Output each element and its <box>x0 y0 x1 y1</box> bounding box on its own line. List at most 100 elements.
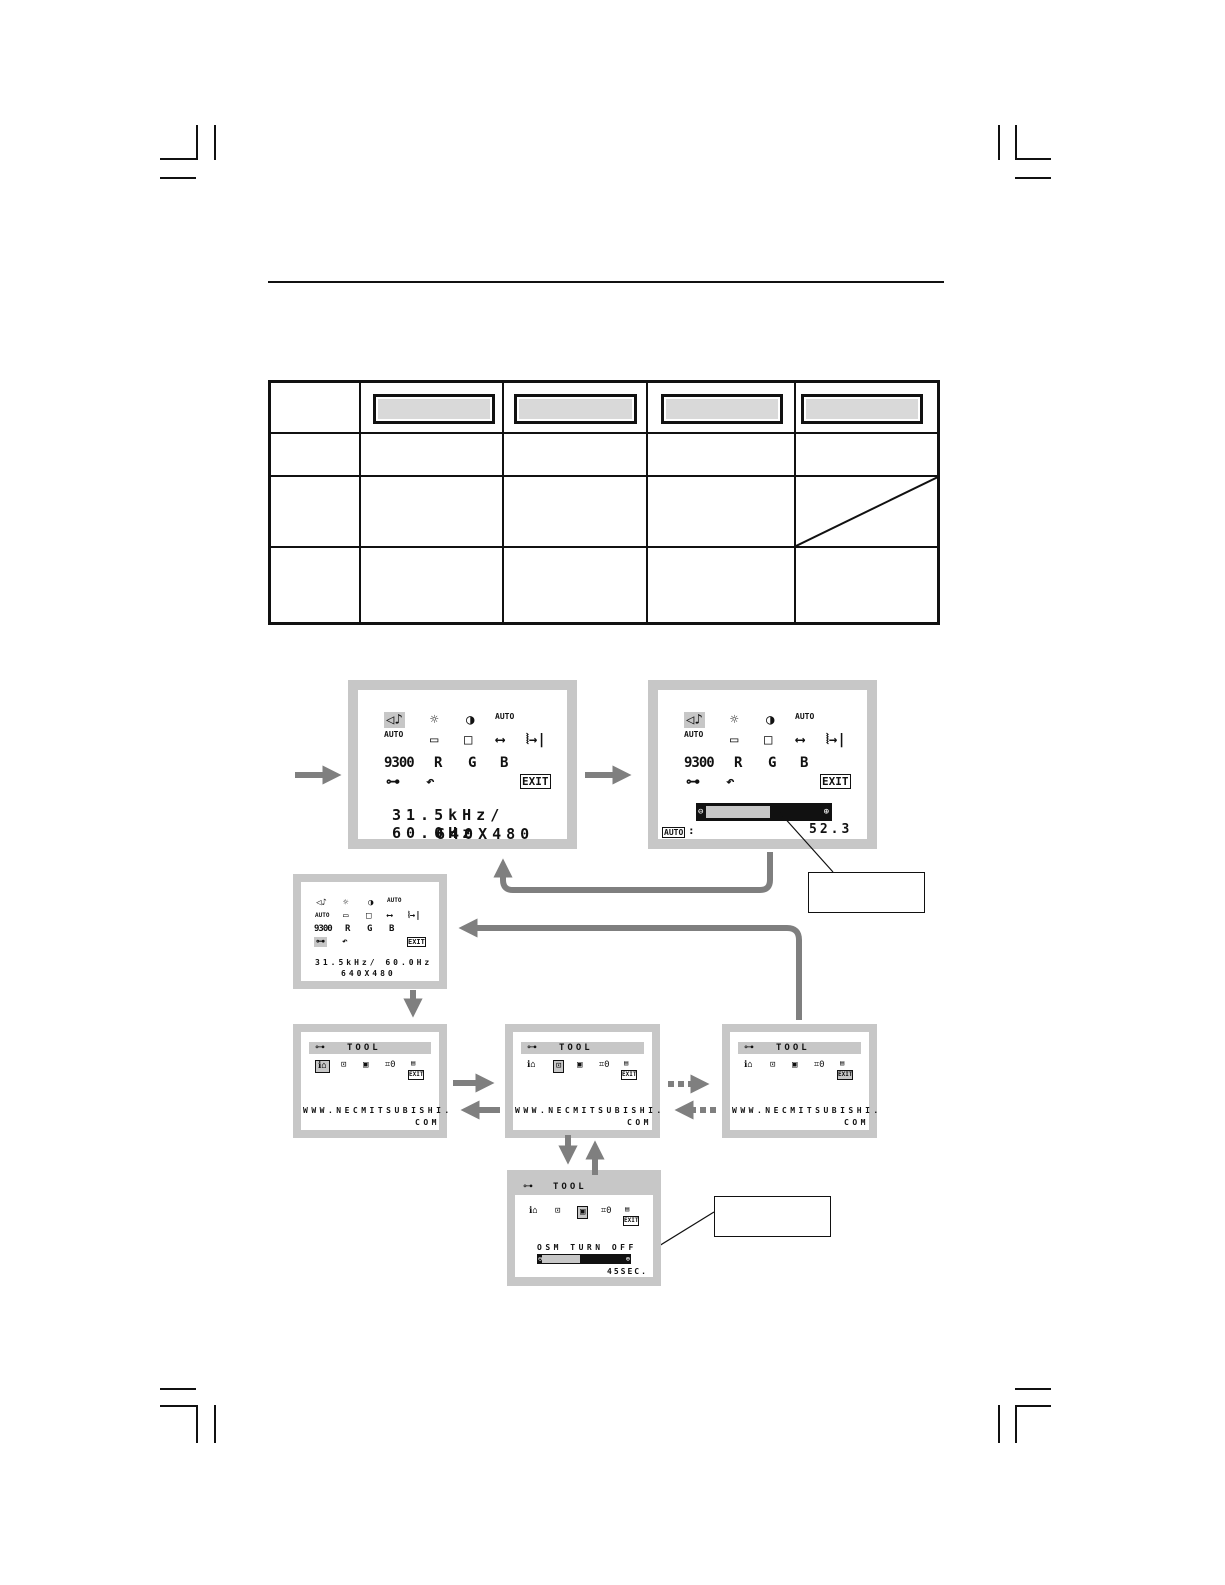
h-size-icon: ⟷ <box>796 732 805 748</box>
osd-position-icon: ⊡ <box>555 1206 561 1216</box>
tool-title: TOOL <box>776 1043 810 1053</box>
url-line-2: COM <box>627 1118 652 1127</box>
brightness-icon: ☼ <box>343 898 349 908</box>
table-diagonal <box>796 476 940 546</box>
crop-mark <box>998 1405 1000 1443</box>
blue-icon: B <box>389 924 395 934</box>
resolution-readout: 640X480 <box>436 825 535 843</box>
minus-icon: ⊖ <box>698 807 704 817</box>
callout-box <box>714 1196 831 1237</box>
table-column-divider <box>646 383 648 622</box>
fine-icon: ⦚→| <box>526 732 546 748</box>
fine-icon: ⦚→| <box>826 732 846 748</box>
auto-adjust-icon: AUTO <box>384 730 404 739</box>
resolution-readout: 640X480 <box>341 969 396 978</box>
brightness-icon: ☼ <box>430 712 439 728</box>
osd-timer-icon: ▣ <box>792 1060 798 1070</box>
green-icon: G <box>367 924 373 934</box>
tool-osd-screen-2: ⊶TOOL ℹ⌂ ⊡ ▣ ⌗0 ▤ EXIT WWW.NECMITSUBISHI… <box>505 1024 661 1138</box>
auto-adjust-icon: AUTO <box>684 730 704 739</box>
red-icon: R <box>345 924 351 934</box>
info-icon: ▤ <box>411 1059 416 1067</box>
crop-mark <box>196 125 198 160</box>
table-column-divider <box>359 383 361 622</box>
info-icon: ▤ <box>840 1059 845 1067</box>
down-up-icon: □ <box>366 911 372 921</box>
frequency-readout: 31.5kHz/ 60.0Hz <box>315 958 433 967</box>
tool-osd-screen-3: ⊶TOOL ℹ⌂ ⊡ ▣ ⌗0 ▤ EXIT WWW.NECMITSUBISHI… <box>722 1024 878 1138</box>
contrast-icon: ◑ <box>766 712 775 728</box>
table-row-divider <box>271 475 937 477</box>
exit-icon: EXIT <box>408 1070 425 1080</box>
crop-mark <box>160 1388 196 1390</box>
url-line-1: WWW.NECMITSUBISHI. <box>515 1106 665 1115</box>
crop-mark <box>160 177 196 179</box>
auto-colon: : <box>688 824 695 837</box>
osd-position-icon: ⊡ <box>341 1060 347 1070</box>
green-icon: G <box>468 755 477 771</box>
factory-preset-icon: ↶ <box>426 774 435 790</box>
language-icon: ℹ⌂ <box>529 1206 538 1216</box>
contrast-icon: ◑ <box>466 712 475 728</box>
exit-icon: EXIT <box>520 774 551 789</box>
red-icon: R <box>734 755 743 771</box>
timer-slider-fill <box>542 1255 580 1263</box>
tool-title: TOOL <box>553 1182 587 1192</box>
table-header-button <box>373 394 495 424</box>
tool-icon: ⊶ <box>523 1181 533 1192</box>
table-header-button <box>801 394 923 424</box>
auto-contrast-icon: AUTO <box>795 712 815 721</box>
left-right-icon: ▭ <box>343 911 349 921</box>
h-size-icon: ⟷ <box>496 732 505 748</box>
info-icon: ▤ <box>625 1205 630 1213</box>
crop-mark <box>214 1405 216 1443</box>
color-preset-icon: 9300 <box>684 755 715 771</box>
fine-icon: ⦚→| <box>408 911 421 921</box>
minus-icon: ⊖ <box>538 1255 543 1263</box>
auto-adjust-icon: AUTO <box>315 912 330 919</box>
plus-icon: ⊕ <box>625 1255 630 1263</box>
table-header-button <box>514 394 637 424</box>
left-right-icon: ▭ <box>730 732 739 748</box>
brightness-icon: ☼ <box>730 712 739 728</box>
arrow-adjust-back-to-main <box>493 852 773 893</box>
tool-icon: ⊶ <box>315 1042 325 1053</box>
table-header-button <box>661 394 783 424</box>
volume-icon: ◁♪ <box>384 712 405 728</box>
tool-title: TOOL <box>559 1043 593 1053</box>
tool-icon: ⊶ <box>527 1042 537 1053</box>
color-preset-icon: 9300 <box>384 755 415 771</box>
crop-mark <box>214 125 216 160</box>
callout-box <box>808 872 925 913</box>
exit-icon: EXIT <box>623 1216 640 1226</box>
osd-timer-icon: ▣ <box>363 1060 369 1070</box>
exit-icon: EXIT <box>820 774 851 789</box>
tool-icon: ⊶ <box>314 937 327 947</box>
lockout-icon: ⌗0 <box>814 1060 825 1070</box>
tool-title: TOOL <box>347 1043 381 1053</box>
crop-mark <box>160 158 196 160</box>
left-right-icon: ▭ <box>430 732 439 748</box>
crop-mark <box>1015 1405 1017 1443</box>
url-line-2: COM <box>415 1118 440 1127</box>
lockout-icon: ⌗0 <box>599 1060 610 1070</box>
timer-label: OSM TURN OFF <box>537 1243 637 1252</box>
exit-icon: EXIT <box>621 1070 638 1080</box>
crop-mark <box>196 1405 198 1443</box>
url-line-2: COM <box>844 1118 869 1127</box>
header-rule <box>268 281 944 283</box>
down-up-icon: □ <box>764 732 773 748</box>
volume-icon: ◁♪ <box>316 898 327 908</box>
blue-icon: B <box>500 755 509 771</box>
url-line-1: WWW.NECMITSUBISHI. <box>303 1106 453 1115</box>
adjust-slider-fill <box>706 806 770 818</box>
blue-icon: B <box>800 755 809 771</box>
red-icon: R <box>434 755 443 771</box>
timer-osd-screen: ⊶ TOOL ℹ⌂ ⊡ ▣ ⌗0 ▤ EXIT OSM TURN OFF ⊖ ⊕… <box>507 1170 661 1286</box>
tool-icon: ⊶ <box>744 1042 754 1053</box>
table-row-divider <box>271 432 937 434</box>
lockout-icon: ⌗0 <box>385 1060 396 1070</box>
osd-timer-icon: ▣ <box>577 1206 589 1219</box>
timer-slider[interactable]: ⊖ ⊕ <box>537 1254 631 1264</box>
